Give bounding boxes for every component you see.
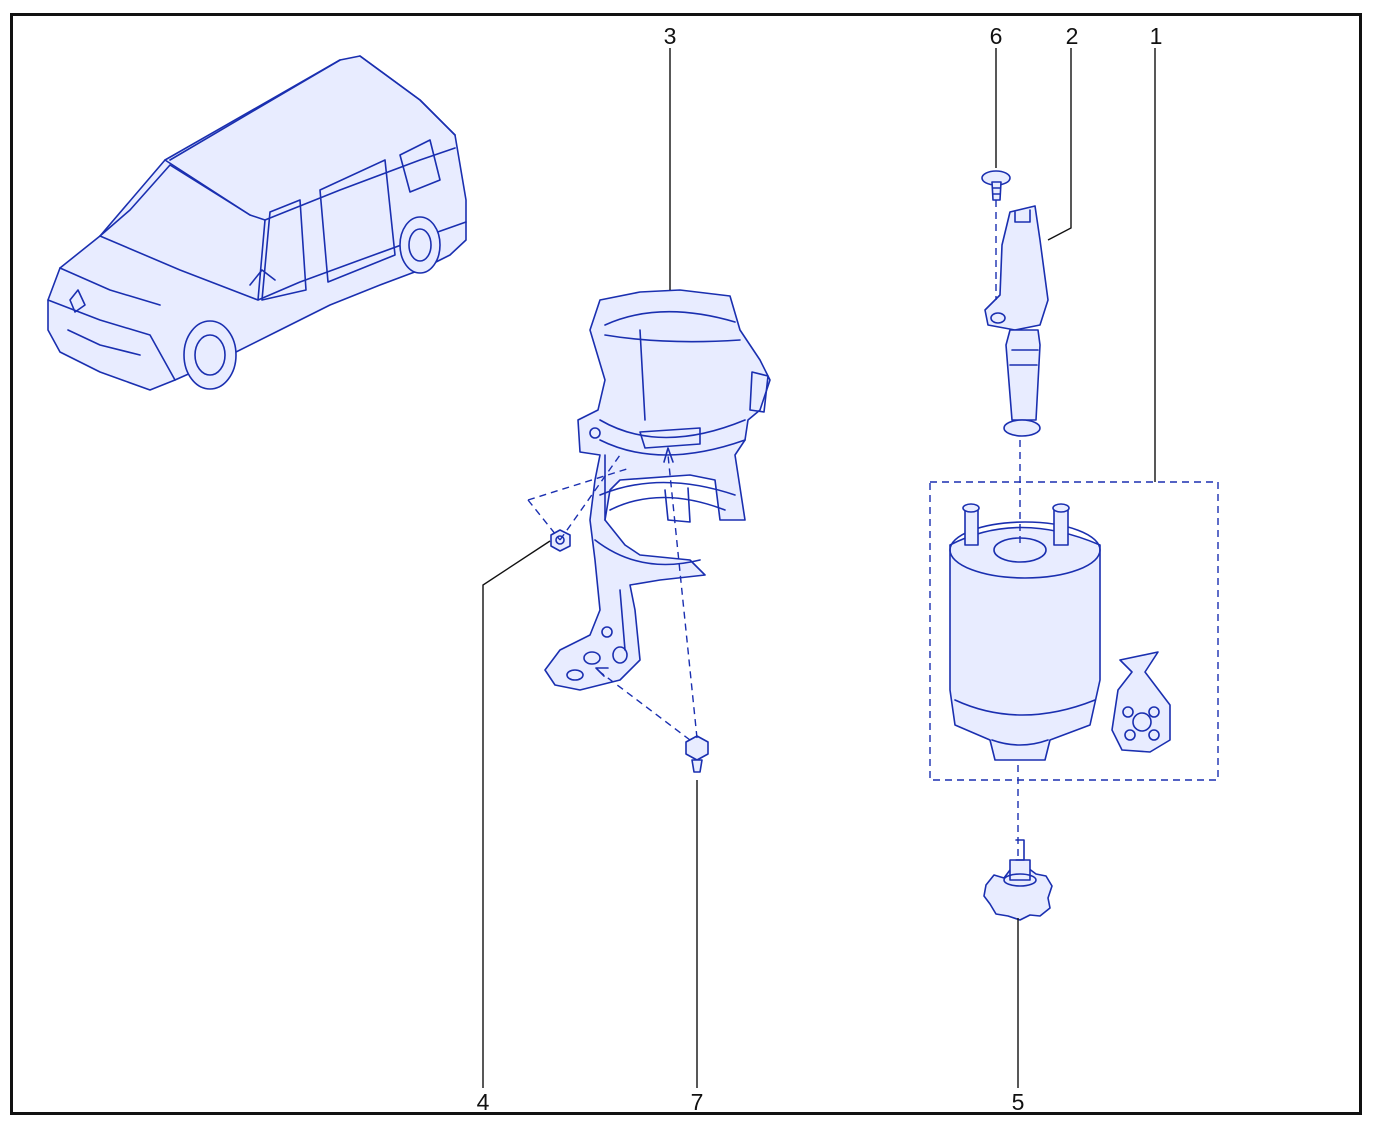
leader-lines [482,48,1156,1088]
callout-7: 7 [691,1089,704,1115]
drain-plug-icon [983,839,1053,921]
callout-labels: 3 6 2 1 4 7 5 [477,23,1163,1115]
filter-mounting-bracket-icon [544,289,771,691]
filter-head-heater-icon [984,205,1049,437]
bracket-assembly-lines [527,447,698,741]
filter-assembly-axis [995,200,1021,860]
screw-icon [981,170,1011,201]
bolt-icon [685,735,709,773]
callout-1: 1 [1150,23,1163,49]
minivan-icon [47,55,467,391]
callout-3: 3 [664,23,677,49]
nut-icon [550,529,571,552]
callout-2: 2 [1066,23,1079,49]
callout-4: 4 [477,1089,490,1115]
callout-6: 6 [990,23,1003,49]
fuel-filter-cartridge-icon [929,481,1219,781]
callout-5: 5 [1012,1089,1025,1115]
